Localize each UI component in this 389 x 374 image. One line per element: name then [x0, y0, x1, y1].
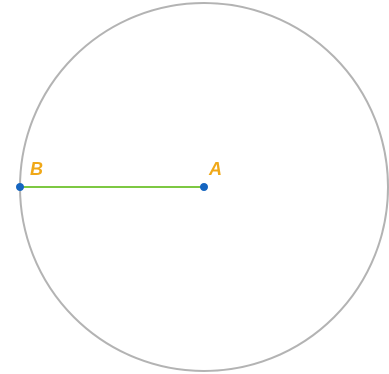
point-b [16, 183, 24, 191]
point-a [200, 183, 208, 191]
point-a-label: A [208, 159, 222, 179]
point-b-label: B [30, 159, 43, 179]
